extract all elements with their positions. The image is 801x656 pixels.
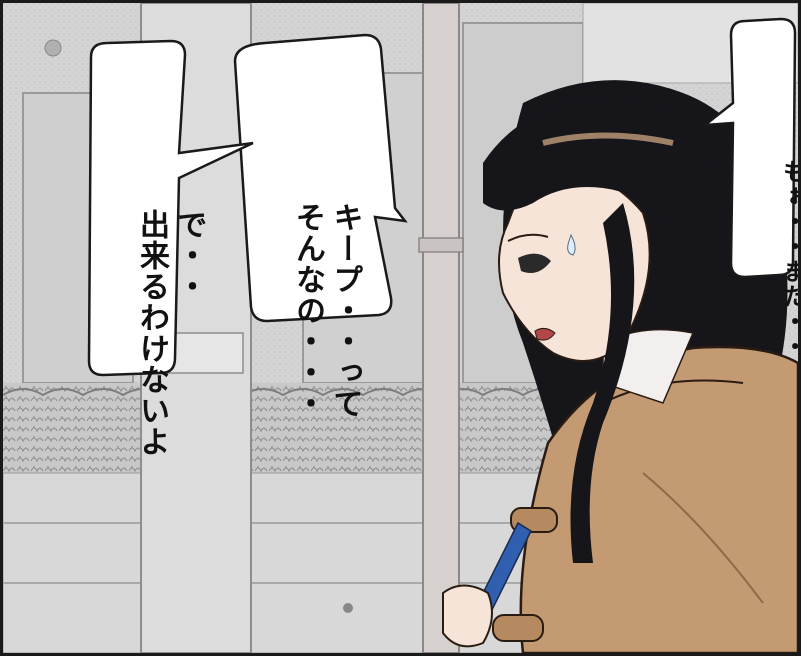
speech-bubble-1: キープ・・って そんなの・・・ bbox=[251, 58, 401, 419]
hair-bangs bbox=[483, 98, 723, 223]
eye bbox=[518, 253, 551, 274]
hair-strand-left bbox=[570, 203, 635, 563]
speech-line: 出来るわけないよ bbox=[134, 209, 169, 457]
eyebrow bbox=[507, 233, 549, 242]
hedge-top-edge bbox=[3, 388, 604, 397]
utility-pole-band bbox=[418, 237, 464, 253]
sweat-drop bbox=[567, 233, 576, 256]
toggle-button-2 bbox=[492, 614, 544, 642]
speech-bubble-3-shape bbox=[701, 17, 797, 279]
utility-pole bbox=[422, 3, 460, 653]
street-scene bbox=[3, 3, 798, 653]
speech-line: そんなの・・・ bbox=[290, 202, 325, 419]
speech-bubble-1-shape bbox=[233, 33, 408, 323]
wall-bolt bbox=[44, 39, 62, 57]
speech-line: もぉ・・また・・ bbox=[778, 159, 801, 359]
hand bbox=[442, 584, 493, 648]
wall-spot bbox=[343, 603, 353, 613]
hedge bbox=[3, 383, 603, 473]
coat-fold bbox=[642, 472, 764, 604]
hair-highlight bbox=[542, 132, 674, 146]
speech-line: キープ・・って bbox=[327, 202, 363, 419]
speech-bubble-2-shape bbox=[87, 39, 254, 377]
speech-line: で・・ bbox=[171, 209, 207, 302]
mouth bbox=[534, 327, 556, 341]
speech-bubble-2: で・・ 出来るわけないよ bbox=[95, 65, 245, 457]
speech-bubble-3: もぉ・・また・・ bbox=[749, 43, 801, 359]
